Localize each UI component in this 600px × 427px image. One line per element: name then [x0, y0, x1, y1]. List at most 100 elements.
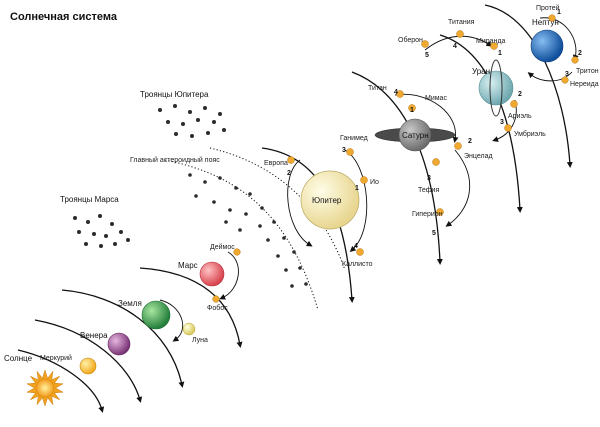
- mimas-label: Мимас: [425, 95, 447, 102]
- jupiter-trojan-asteroid: [212, 120, 216, 124]
- uranus-orbit: [439, 34, 523, 213]
- uranus-planet: [478, 59, 514, 117]
- oberon-number: 5: [425, 52, 429, 59]
- neptune-moons-right-orbit: [539, 17, 579, 61]
- saturn-planet: [374, 118, 456, 152]
- belt-asteroid: [298, 266, 302, 270]
- mars-trojan-asteroid: [119, 230, 123, 234]
- luna-label: Луна: [192, 337, 208, 344]
- uranus-ring: [489, 59, 503, 117]
- tethys-moon: [432, 158, 440, 166]
- io-moon: [360, 176, 368, 184]
- hyperion-label: Гиперион: [412, 211, 443, 218]
- phobos-label: Фобос: [207, 304, 228, 312]
- mars-trojan-asteroid: [77, 230, 81, 234]
- titania-label: Титания: [448, 19, 475, 26]
- ganymede-number: 3: [342, 147, 346, 154]
- tethys-number: 3: [427, 175, 431, 182]
- callisto-number: 4: [354, 243, 358, 250]
- jupiter-trojan-asteroid: [158, 108, 162, 112]
- jupiter-trojan-asteroid: [181, 122, 185, 126]
- mars-trojan-asteroid: [110, 222, 114, 226]
- belt-asteroid: [304, 282, 308, 286]
- uranus-body: [478, 70, 514, 106]
- mars-trojan-asteroid: [84, 242, 88, 246]
- saturn-label: Сатурн: [402, 131, 429, 140]
- mars-moons-orbit: [219, 251, 239, 300]
- belt-asteroid: [203, 180, 207, 184]
- mars-trojan-asteroid: [86, 220, 90, 224]
- io-number: 1: [355, 185, 359, 192]
- asteroid-belt-outer-edge: [209, 147, 346, 271]
- titan-moon: [396, 90, 404, 98]
- jupiter-moons-right-orbit: [344, 149, 368, 252]
- saturn-body: [398, 118, 432, 152]
- belt-asteroid: [260, 206, 264, 210]
- belt-asteroid: [212, 200, 216, 204]
- belt-asteroid: [238, 228, 242, 232]
- nereid-label: Нереида: [570, 81, 599, 88]
- enceladus-number: 2: [468, 138, 472, 145]
- mars-trojan-asteroid: [126, 238, 130, 242]
- mars-label: Марс: [178, 261, 198, 270]
- belt-asteroid: [194, 194, 198, 198]
- jupiter-trojan-asteroid: [188, 110, 192, 114]
- earth-planet: [141, 300, 171, 330]
- triton-moon: [571, 56, 579, 64]
- jupiter-trojans-label: Троянцы Юпитера: [140, 90, 209, 99]
- neptune-label: Нептун: [532, 18, 559, 27]
- jupiter-trojan-asteroid: [190, 134, 194, 138]
- europa-moon: [287, 156, 295, 164]
- mars-trojan-asteroid: [104, 234, 108, 238]
- titania-moon: [456, 30, 464, 38]
- miranda-moon: [490, 42, 498, 50]
- venus-planet: [107, 332, 131, 356]
- hyperion-moon: [436, 208, 444, 216]
- jupiter-trojan-asteroid: [196, 118, 200, 122]
- asteroid-belt-cluster: [188, 173, 308, 288]
- nereid-number: 3: [565, 71, 569, 78]
- belt-asteroid: [258, 224, 262, 228]
- umbriel-number: 3: [500, 119, 504, 126]
- belt-asteroid: [292, 250, 296, 254]
- diagram-title: Солнечная система: [10, 11, 118, 23]
- belt-asteroid: [244, 212, 248, 216]
- earth-orbit: [61, 289, 185, 388]
- uranus-label: Уран: [472, 67, 490, 76]
- belt-asteroid: [266, 238, 270, 242]
- jupiter-label: Юпитер: [312, 196, 342, 205]
- belt-asteroid: [218, 176, 222, 180]
- ariel-label: Ариэль: [508, 113, 532, 120]
- titan-label: Титан: [368, 85, 387, 92]
- jupiter-moons-left-orbit: [287, 159, 313, 247]
- mercury-planet: [79, 357, 97, 375]
- umbriel-moon: [504, 124, 512, 132]
- miranda-label: Миранда: [476, 38, 505, 45]
- asteroid-belt-label: Главный астероидный пояс: [130, 156, 220, 164]
- oberon-label: Оберон: [398, 36, 423, 44]
- jupiter-trojans-cluster: [158, 104, 226, 138]
- sun: [26, 369, 64, 407]
- umbriel-label: Умбриэль: [514, 130, 546, 138]
- jupiter-planet: [300, 170, 360, 230]
- venus-label: Венера: [80, 331, 108, 340]
- triton-label: Тритон: [576, 68, 599, 75]
- europa-label: Европа: [264, 160, 288, 167]
- proteus-number: 1: [557, 9, 561, 16]
- belt-asteroid: [248, 192, 252, 196]
- enceladus-moon: [454, 142, 462, 150]
- mars-trojan-asteroid: [73, 216, 77, 220]
- mimas-moon: [408, 104, 416, 112]
- ariel-moon: [510, 100, 518, 108]
- belt-asteroid: [276, 254, 280, 258]
- belt-asteroid: [188, 173, 192, 177]
- hyperion-number: 5: [432, 230, 436, 237]
- mars-orbit: [139, 267, 243, 348]
- mars-trojans-cluster: [73, 214, 130, 248]
- luna-moon: [182, 322, 196, 336]
- callisto-moon: [356, 248, 364, 256]
- belt-asteroid: [284, 268, 288, 272]
- jupiter-trojan-asteroid: [222, 128, 226, 132]
